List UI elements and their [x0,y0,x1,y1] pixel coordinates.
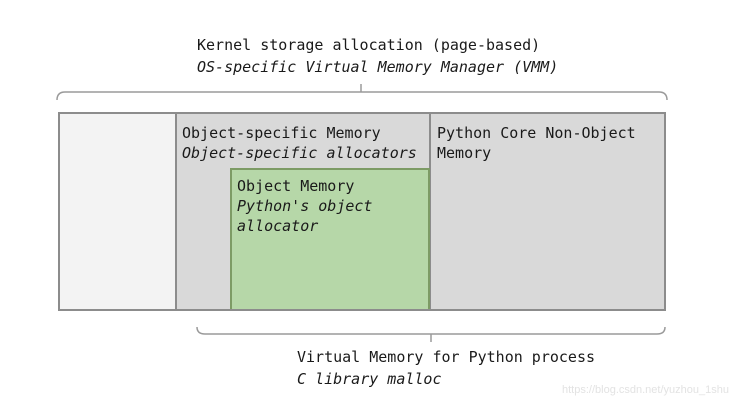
object-memory-line1: Object Memory [237,177,355,195]
core-nonobject-memory-label: Python Core Non-Object Memory [437,124,636,162]
object-memory-box: Object Memory Python's object allocator [230,168,430,309]
kernel-allocation-caption-line2: OS-specific Virtual Memory Manager (VMM) [197,58,559,76]
object-specific-memory-label: Object-specific Memory Object-specific a… [182,123,417,163]
virtual-memory-caption-line2: C library malloc [297,370,442,388]
unlabeled-memory-region [60,114,177,309]
virtual-memory-caption-line1: Virtual Memory for Python process [297,348,596,366]
top-brace-icon [55,81,669,103]
kernel-allocation-caption: Kernel storage allocation (page-based) O… [197,34,558,78]
kernel-allocation-caption-line1: Kernel storage allocation (page-based) [197,36,541,54]
watermark-text: https://blog.csdn.net/yuzhou_1shu [562,384,729,396]
section-divider [429,114,431,309]
virtual-memory-caption: Virtual Memory for Python process C libr… [297,346,595,390]
object-specific-memory-line1: Object-specific Memory [182,124,381,142]
bottom-brace-icon [195,325,667,345]
object-memory-line2: Python's object allocator [237,197,373,235]
object-specific-memory-line2: Object-specific allocators [182,144,417,162]
process-memory-box: Object-specific Memory Object-specific a… [58,112,666,311]
